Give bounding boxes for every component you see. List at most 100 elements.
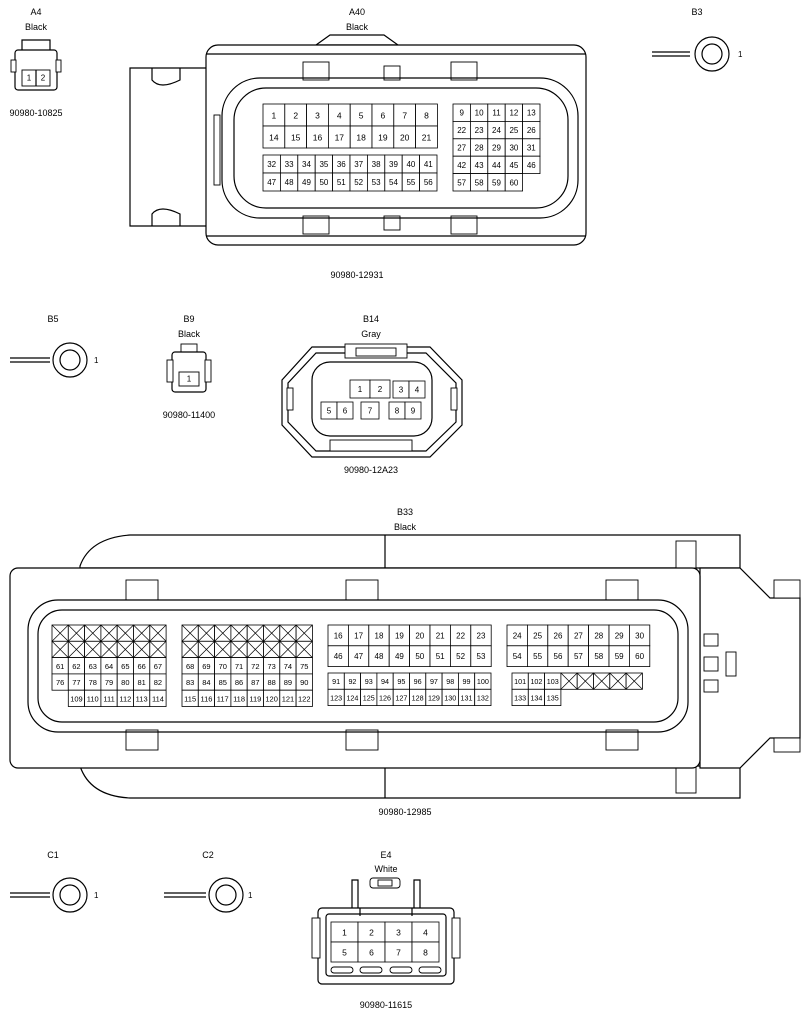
a40-cell	[419, 172, 438, 192]
a40-pin-52: 52	[354, 178, 363, 187]
b33-pin-97: 97	[430, 677, 438, 686]
b33-pin-21: 21	[436, 631, 445, 640]
b5-id-label: B5	[47, 314, 58, 324]
b33-pin-112: 112	[119, 694, 131, 703]
b33-pin-103: 103	[547, 677, 559, 686]
a40-pin-8: 8	[424, 111, 429, 121]
b33-pin-75: 75	[300, 662, 308, 671]
b33-blank-cross	[84, 641, 102, 658]
a40-pin-56: 56	[424, 178, 433, 187]
connector-c1: C1 1	[10, 850, 99, 913]
b33-pin-27: 27	[574, 631, 583, 640]
a40-pin-38: 38	[372, 160, 381, 169]
b33-blank-cross	[51, 624, 69, 642]
b33-pin-71: 71	[235, 662, 243, 671]
a40-pin-49: 49	[302, 178, 311, 187]
connector-b9: B9 Black 1 90980-11400	[163, 314, 215, 420]
b33-blank-cross	[84, 624, 102, 642]
a40-pin-30: 30	[509, 144, 518, 153]
b33-blank-cross	[263, 641, 281, 658]
b33-pin-118: 118	[233, 694, 245, 703]
b33-blank-cross	[263, 624, 281, 642]
b33-pin-50: 50	[415, 652, 424, 661]
b33-pin-102: 102	[530, 677, 542, 686]
a40-pin-20: 20	[400, 133, 410, 143]
b33-pin-54: 54	[513, 652, 522, 661]
a40-pin-4: 4	[337, 111, 342, 121]
c1-terminal-1: 1	[94, 891, 99, 900]
a40-pin-14: 14	[269, 133, 279, 143]
b33-blank-cross	[576, 672, 594, 690]
b33-blank-cross	[68, 641, 85, 658]
a40-pin-11: 11	[492, 109, 501, 118]
a4-pin-1: 1	[27, 74, 32, 83]
a40-pin-6: 6	[381, 111, 386, 121]
b33-pin-91: 91	[332, 677, 340, 686]
b14-pin-5: 5	[327, 407, 332, 416]
b33-pin-73: 73	[267, 662, 275, 671]
b33-id-label: B33	[397, 507, 413, 517]
b33-pin-58: 58	[594, 652, 603, 661]
b33-pin-130: 130	[444, 693, 456, 702]
b33-pin-131: 131	[461, 693, 473, 702]
a40-pin-2: 2	[293, 111, 298, 121]
b33-blank-cross	[246, 641, 264, 658]
b33-blank-cross	[133, 624, 151, 642]
b33-pin-135: 135	[547, 693, 559, 702]
b33-blank-cross	[68, 624, 85, 642]
a40-pin-40: 40	[406, 160, 415, 169]
b33-pin-80: 80	[121, 678, 129, 687]
a40-pin-15: 15	[291, 133, 301, 143]
b14-cell	[336, 401, 354, 420]
b33-pin-25: 25	[533, 631, 542, 640]
b33-pin-134: 134	[530, 693, 542, 702]
b14-pin-7: 7	[368, 407, 373, 416]
a40-id-label: A40	[349, 7, 365, 17]
b14-pin-4: 4	[415, 386, 420, 395]
b33-pin-92: 92	[348, 677, 356, 686]
b33-blank-cross	[181, 641, 199, 658]
b33-blank-cross	[51, 641, 69, 658]
a4-color-label: Black	[25, 22, 48, 32]
b33-blank-cross	[149, 641, 167, 658]
b33-blank-cross	[625, 672, 643, 690]
a40-pin-25: 25	[509, 126, 518, 135]
b33-pin-123: 123	[330, 693, 342, 702]
b33-pin-22: 22	[456, 631, 465, 640]
e4-pin-7: 7	[396, 948, 401, 958]
a40-pin-9: 9	[459, 109, 464, 118]
e4-pin-3: 3	[396, 928, 401, 938]
b33-blank-cross	[230, 641, 248, 658]
a40-pin-23: 23	[475, 126, 484, 135]
e4-color-label: White	[374, 864, 397, 874]
b33-pin-67: 67	[154, 662, 162, 671]
b33-blank-cross	[116, 641, 134, 658]
b33-pin-125: 125	[363, 693, 375, 702]
a40-pin-5: 5	[359, 111, 364, 121]
b33-pin-52: 52	[456, 652, 465, 661]
b33-pin-69: 69	[202, 662, 210, 671]
b33-pin-119: 119	[249, 694, 261, 703]
b14-color-label: Gray	[361, 329, 381, 339]
a40-cell	[522, 155, 541, 174]
b33-pin-79: 79	[105, 678, 113, 687]
b33-pin-59: 59	[615, 652, 624, 661]
a40-part-number: 90980-12931	[330, 270, 383, 280]
b33-blank-cross	[279, 641, 297, 658]
b33-pin-83: 83	[186, 678, 194, 687]
b14-part-number: 90980-12A23	[344, 465, 398, 475]
c2-terminal-1: 1	[248, 891, 253, 900]
e4-pin-4: 4	[423, 928, 428, 938]
b33-pin-94: 94	[381, 677, 389, 686]
b33-pin-17: 17	[354, 631, 363, 640]
connector-c2: C2 1	[164, 850, 253, 913]
b33-pin-66: 66	[137, 662, 145, 671]
a40-pin-54: 54	[389, 178, 398, 187]
b33-pin-96: 96	[414, 677, 422, 686]
b33-blank-cross	[295, 641, 313, 658]
